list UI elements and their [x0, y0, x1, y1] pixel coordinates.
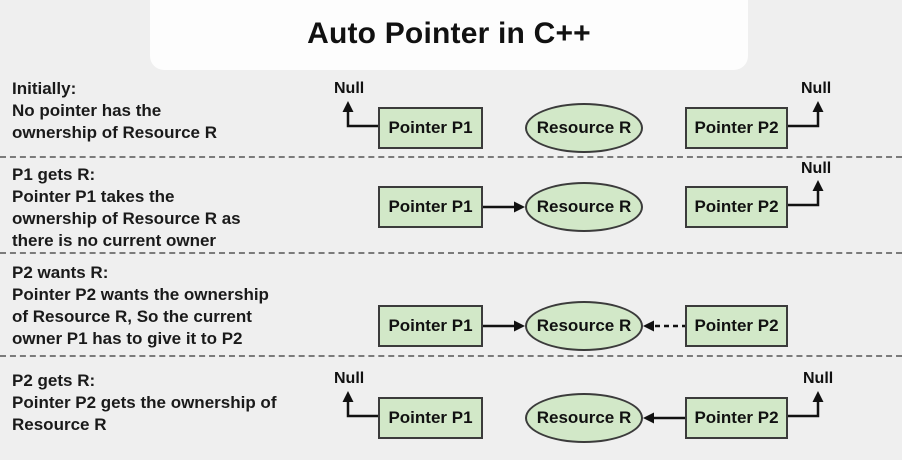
row-line: Pointer P1 takes the — [12, 187, 175, 206]
row-line: owner P1 has to give it to P2 — [12, 329, 243, 348]
p1-owns-arrow-icon — [483, 320, 525, 332]
row-line: of Resource R, So the current — [12, 307, 252, 326]
p2-null-label: Null — [801, 160, 832, 177]
p2-null-label: Null — [803, 370, 834, 387]
row-initially: Initially: No pointer has the ownership … — [0, 70, 902, 156]
pointer-p2-node: Pointer P2 — [685, 397, 788, 439]
row-line: Resource R — [12, 415, 107, 434]
pointer-p2-label: Pointer P2 — [694, 408, 779, 427]
pointer-p1-node: Pointer P1 — [378, 397, 483, 439]
p2-null-elbow-arrow-icon — [788, 391, 824, 418]
pointer-p2-node: Pointer P2 — [685, 305, 788, 347]
p1-null-label: Null — [334, 370, 365, 387]
row-heading: P2 wants R: — [12, 263, 109, 282]
p1-null-label: Null — [334, 80, 365, 97]
row-heading: P1 gets R: — [12, 165, 96, 184]
row-heading: Initially: — [12, 79, 77, 98]
pointer-p2-label: Pointer P2 — [694, 118, 779, 137]
row-description: P2 wants R: Pointer P2 wants the ownersh… — [12, 262, 269, 350]
resource-r-node: Resource R — [525, 182, 643, 232]
page-title: Auto Pointer in C++ — [307, 17, 591, 50]
p2-null-elbow-arrow-icon — [788, 180, 824, 207]
pointer-p2-label: Pointer P2 — [694, 197, 779, 216]
row-line: Pointer P2 gets the ownership of — [12, 393, 277, 412]
resource-r-node: Resource R — [525, 103, 643, 153]
row-heading: P2 gets R: — [12, 371, 96, 390]
resource-r-node: Resource R — [525, 393, 643, 443]
pointer-p1-label: Pointer P1 — [388, 316, 473, 335]
pointer-p1-node: Pointer P1 — [378, 107, 483, 149]
p1-null-elbow-arrow-icon — [342, 101, 378, 128]
row-p1-gets-r: P1 gets R: Pointer P1 takes the ownershi… — [0, 158, 902, 252]
resource-r-node: Resource R — [525, 301, 643, 351]
pointer-p1-label: Pointer P1 — [388, 118, 473, 137]
row-line: No pointer has the — [12, 101, 162, 120]
row-description: P1 gets R: Pointer P1 takes the ownershi… — [12, 164, 241, 252]
resource-r-label: Resource R — [536, 197, 632, 216]
row-separator — [0, 156, 902, 158]
resource-r-label: Resource R — [536, 316, 632, 335]
resource-r-label: Resource R — [536, 118, 632, 137]
row-p2-gets-r: P2 gets R: Pointer P2 gets the ownership… — [0, 357, 902, 460]
p2-null-label: Null — [801, 80, 832, 97]
row-separator — [0, 355, 902, 357]
row-line: there is no current owner — [12, 231, 217, 250]
title-panel: Auto Pointer in C++ — [150, 0, 748, 70]
row-description: P2 gets R: Pointer P2 gets the ownership… — [12, 370, 276, 436]
p2-null-elbow-arrow-icon — [788, 101, 824, 128]
row-line: Pointer P2 wants the ownership — [12, 285, 269, 304]
resource-r-label: Resource R — [536, 408, 632, 427]
pointer-p2-label: Pointer P2 — [694, 316, 779, 335]
row-line: ownership of Resource R — [12, 123, 217, 142]
p2-wants-dashed-arrow-icon — [643, 320, 685, 332]
p2-owns-arrow-icon — [643, 412, 685, 424]
row-line: ownership of Resource R as — [12, 209, 241, 228]
row-description: Initially: No pointer has the ownership … — [12, 78, 217, 144]
pointer-p2-node: Pointer P2 — [685, 107, 788, 149]
pointer-p1-node: Pointer P1 — [378, 186, 483, 228]
pointer-p2-node: Pointer P2 — [685, 186, 788, 228]
pointer-p1-label: Pointer P1 — [388, 408, 473, 427]
pointer-p1-label: Pointer P1 — [388, 197, 473, 216]
row-p2-wants-r: P2 wants R: Pointer P2 wants the ownersh… — [0, 254, 902, 355]
p1-null-elbow-arrow-icon — [342, 391, 378, 418]
row-separator — [0, 252, 902, 254]
p1-owns-arrow-icon — [483, 201, 525, 213]
pointer-p1-node: Pointer P1 — [378, 305, 483, 347]
